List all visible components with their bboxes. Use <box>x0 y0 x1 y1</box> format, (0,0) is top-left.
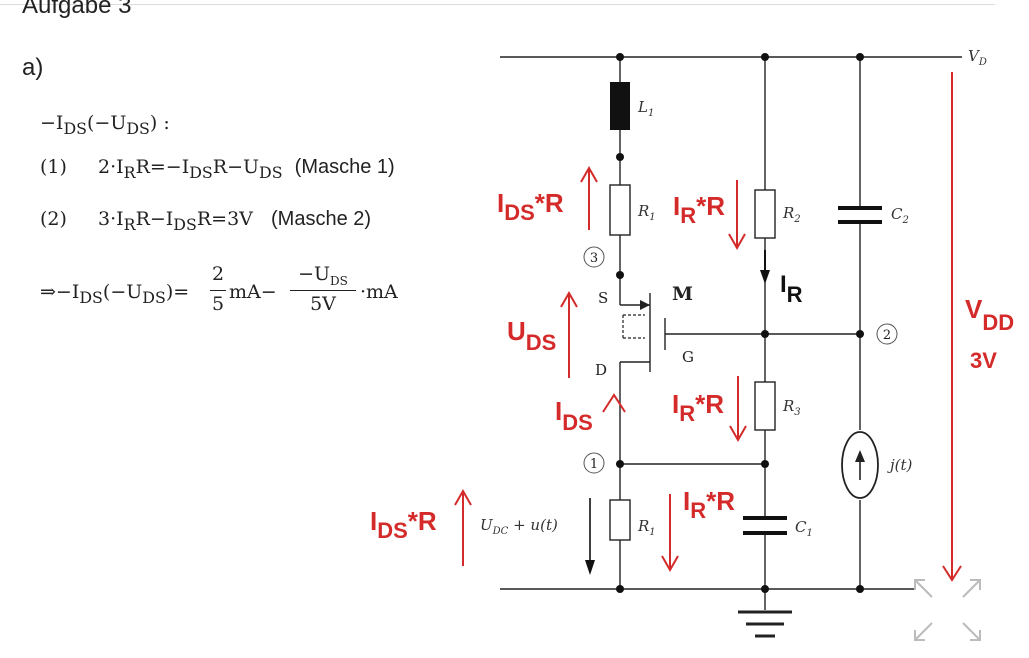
equation-header: −IDS(−UDS) : <box>40 112 170 138</box>
resistor-r1-bottom <box>609 499 631 541</box>
c1-label: C1 <box>795 518 813 539</box>
node-2-marker <box>876 323 898 345</box>
equation-3-end: ·mA <box>360 281 398 303</box>
capacitor-c2 <box>838 206 882 224</box>
gate-label: G <box>682 348 694 366</box>
mosfet-label: M <box>672 283 693 305</box>
uds-annotation: UDS <box>507 316 556 355</box>
ids-annotation: IDS <box>555 396 593 435</box>
inductor-l1 <box>610 82 630 130</box>
node-2-label: 2 <box>883 328 891 343</box>
resistor-r3 <box>754 381 776 431</box>
r3-label: R3 <box>782 397 801 418</box>
fraction-1-denominator: 5 <box>211 293 225 315</box>
source-label: S <box>598 289 608 307</box>
equation-3: ⇒−IDS(−UDS)= <box>40 281 190 307</box>
udc-label: UDC + u(t) <box>480 516 558 537</box>
fraction-1-numerator: 2 <box>211 263 225 285</box>
fraction-1-bar <box>210 290 226 291</box>
ir-arrow-icon <box>760 270 770 284</box>
vdd-annotation: VDD <box>965 294 1014 335</box>
node-3-marker <box>583 246 605 268</box>
r1-bottom-label: R1 <box>637 517 656 538</box>
capacitor-c1 <box>743 516 787 535</box>
junction-dots <box>616 53 864 593</box>
vd-label: VD <box>968 47 987 68</box>
resistor-r1-top <box>609 184 631 236</box>
ids-r-top-annotation: IDS*R <box>497 188 564 225</box>
udc-arrow-icon <box>585 560 595 575</box>
c2-label: C2 <box>891 205 909 226</box>
ir-c1-annotation: IR*R <box>683 486 735 523</box>
drain-label: D <box>595 361 607 379</box>
current-source-arrow-icon <box>855 450 865 462</box>
part-label: a) <box>22 54 44 81</box>
resistor-r2 <box>754 189 776 239</box>
r1-top-label: R1 <box>637 202 656 223</box>
ir-label: IR <box>780 271 803 307</box>
mosfet-arrow-icon <box>640 300 650 310</box>
ground-symbol <box>738 610 792 638</box>
ids-r-bottom-annotation: IDS*R <box>370 506 437 543</box>
ir-r2-annotation: IR*R <box>673 191 725 228</box>
equation-2: (2)3·IRR−IDSR=3V (Masche 2) <box>40 208 372 234</box>
fraction-2-bar <box>290 290 356 291</box>
fraction-2-denominator: 5V <box>310 293 336 315</box>
l1-label: L1 <box>637 98 654 119</box>
node-1-marker <box>583 452 605 474</box>
node-1-label: 1 <box>590 457 598 472</box>
ir-r3-annotation: IR*R <box>672 389 724 426</box>
current-source-label: j(t) <box>887 456 913 474</box>
equation-3-middle: mA− <box>229 281 277 303</box>
r2-label: R2 <box>782 204 801 225</box>
expand-icon[interactable] <box>914 579 981 641</box>
node-3-label: 3 <box>590 251 598 266</box>
task-title: Aufgabe 3 <box>22 0 132 19</box>
fraction-2-numerator: −UDS <box>298 263 348 288</box>
equation-1: (1)2·IRR=−IDSR−UDS (Masche 1) <box>40 156 395 182</box>
vdd-value: 3V <box>970 348 997 373</box>
top-divider <box>0 4 995 5</box>
